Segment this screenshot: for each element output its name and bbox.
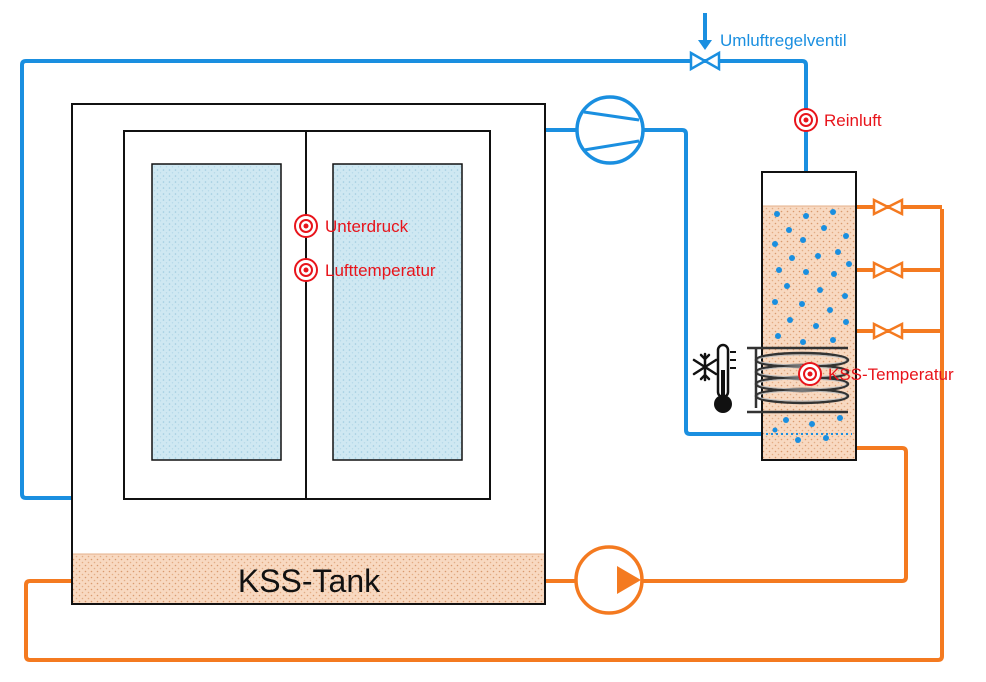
sensor-lufttemperatur[interactable]: Lufttemperatur [294, 258, 436, 282]
kss-tank-label: KSS-Tank [238, 563, 381, 599]
air-return-line [20, 59, 808, 500]
sensor-unterdruck[interactable]: Unterdruck [294, 214, 409, 238]
umluftregelventil-label: Umluftregelventil [720, 31, 847, 50]
unterdruck-label: Unterdruck [325, 217, 409, 236]
valve-icon[interactable] [689, 50, 721, 72]
pump-icon[interactable] [574, 545, 644, 615]
machine-enclosure: KSS-Tank [71, 103, 546, 605]
sensor-icon [294, 214, 318, 238]
air-circuit [20, 13, 808, 500]
coolant-return-line [24, 209, 944, 662]
door-window-left [151, 163, 282, 461]
snowflake-thermometer-icon [692, 343, 736, 413]
door-window-right [332, 163, 463, 461]
valve-icon[interactable] [872, 197, 904, 217]
kss-tank [73, 554, 544, 603]
fan-compressor-icon[interactable] [575, 95, 645, 165]
sensor-icon [294, 258, 318, 282]
lufttemperatur-label: Lufttemperatur [325, 261, 436, 280]
air-bubbles [772, 209, 852, 443]
sensor-icon [798, 362, 822, 386]
air-inlet-arrowhead [698, 40, 712, 50]
coolant-supply-line [545, 446, 908, 583]
valve-icon[interactable] [872, 260, 904, 280]
separator-column [761, 171, 857, 461]
reinluft-label: Reinluft [824, 111, 882, 130]
air-exhaust-line [545, 128, 762, 436]
sensor-kss-temperatur[interactable]: KSS-Temperatur [798, 362, 954, 386]
sensor-icon [794, 108, 818, 132]
kss-temperatur-label: KSS-Temperatur [828, 365, 954, 384]
valve-icon[interactable] [872, 321, 904, 341]
sensor-reinluft[interactable]: Reinluft [794, 108, 882, 132]
